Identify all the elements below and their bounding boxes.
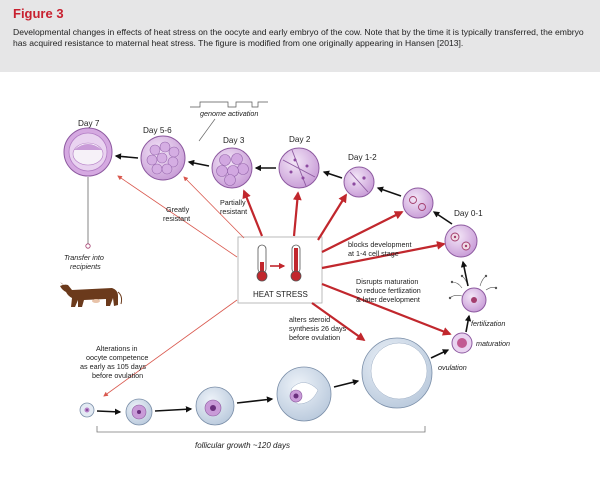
transfer-label-1: Transfer into — [64, 253, 104, 262]
day2-embryo — [278, 147, 320, 189]
day3-label: Day 3 — [223, 136, 245, 145]
blocks-label-2: at 1-4 cell stage — [348, 249, 399, 258]
ovulation-label: ovulation — [438, 363, 467, 372]
day3-embryo — [211, 147, 253, 189]
steroid-label-2: synthesis 26 days — [289, 324, 347, 333]
oocyte-label-2: oocyte competence — [86, 353, 148, 362]
day01-pronuclear-zygote — [444, 224, 478, 258]
heat-stress-diagram: genome activation Day 7 Day 5-6 Day 3 D — [60, 101, 510, 450]
fertilization-label: fertilization — [471, 319, 505, 328]
disrupts-label-3: & later development — [356, 295, 420, 304]
day2-label: Day 2 — [289, 135, 311, 144]
follicle-stage-3 — [195, 386, 235, 426]
day12-label: Day 1-2 — [348, 153, 377, 162]
steroid-label-1: alters steroid — [289, 315, 330, 324]
oocyte-label-3: as early as 105 days — [80, 362, 146, 371]
steroid-label-3: before ovulation — [289, 333, 340, 342]
partially-label-1: Partially — [220, 198, 246, 207]
partially-label-2: resistant — [220, 207, 247, 216]
heat-stress-label: HEAT STRESS — [253, 290, 308, 299]
day7-label: Day 7 — [78, 119, 100, 128]
day7-blastocyst — [63, 127, 113, 177]
fertilization-oocyte — [448, 274, 498, 313]
transfer-label-2: recipients — [70, 262, 101, 271]
thermometer-icon-low — [256, 244, 268, 282]
follicle-preovulatory — [361, 337, 433, 409]
follicle-stage-2 — [125, 398, 153, 426]
follicle-stage-4 — [276, 366, 332, 422]
greatly-label-2: resistant — [163, 214, 190, 223]
cow-illustration — [60, 282, 123, 307]
day01-label: Day 0-1 — [454, 209, 483, 218]
thermometer-icon-high — [290, 244, 302, 282]
disrupts-label-1: Disrupts maturation — [356, 277, 418, 286]
genome-activation-label: genome activation — [200, 109, 258, 118]
maturation-oocyte — [451, 332, 473, 354]
oocyte-label-4: before ovulation — [92, 371, 143, 380]
zygote-stage — [402, 187, 434, 219]
figure-header: Figure 3 Developmental changes in effect… — [0, 0, 600, 72]
day12-embryo — [343, 166, 375, 198]
maturation-label: maturation — [476, 339, 510, 348]
follicle-stage-1 — [79, 402, 95, 418]
follicular-growth-label: follicular growth ~120 days — [195, 441, 290, 450]
genome-activation-marker: genome activation — [190, 101, 268, 142]
day56-morula — [140, 135, 186, 181]
greatly-label-1: Greatly — [166, 205, 190, 214]
heat-stress-box: HEAT STRESS — [237, 236, 323, 304]
blocks-label-1: blocks development — [348, 240, 412, 249]
figure-caption: Developmental changes in effects of heat… — [13, 27, 584, 49]
disrupts-label-2: to reduce fertlization — [356, 286, 421, 295]
figure-label: Figure 3 — [13, 6, 64, 21]
oocyte-label-1: Alterations in — [96, 344, 138, 353]
day56-label: Day 5-6 — [143, 126, 172, 135]
